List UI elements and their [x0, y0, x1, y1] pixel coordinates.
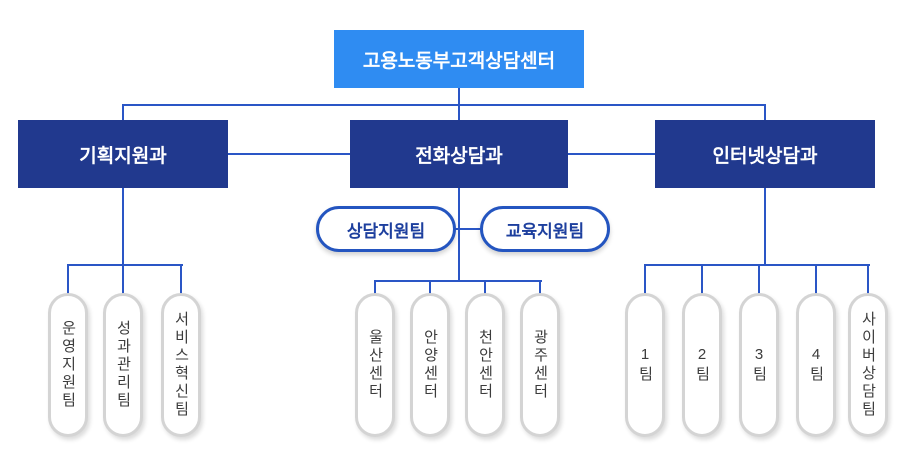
connector-line: [450, 228, 486, 230]
connector-line: [764, 104, 766, 120]
team-pill: 4팀: [796, 293, 836, 437]
team-label: 성과관리팀: [114, 320, 132, 410]
connector-line: [758, 264, 760, 294]
connector-line: [764, 188, 766, 266]
connector-line: [701, 264, 703, 294]
connector-line: [374, 280, 542, 282]
team-label: 4팀: [807, 346, 825, 384]
team-pill: 2팀: [682, 293, 722, 437]
connector-line: [180, 264, 182, 294]
team-label: 운영지원팀: [59, 320, 77, 410]
team-label: 사이버상담팀: [859, 311, 877, 419]
connector-line: [122, 104, 124, 120]
division-node-phone-counseling: 전화상담과: [350, 120, 568, 188]
division-node-planning-support: 기획지원과: [18, 120, 228, 188]
subteam-pill-education-support: 교육지원팀: [480, 206, 610, 252]
connector-line: [228, 153, 350, 155]
team-pill: 울산센터: [355, 293, 395, 437]
team-label: 광주센터: [531, 329, 549, 401]
connector-line: [122, 264, 124, 294]
connector-line: [122, 188, 124, 266]
team-pill: 성과관리팀: [103, 293, 143, 437]
connector-line: [539, 280, 541, 294]
team-pill: 서비스혁신팀: [161, 293, 201, 437]
team-label: 안양센터: [421, 329, 439, 401]
connector-line: [815, 264, 817, 294]
team-label: 1팀: [636, 346, 654, 384]
team-label: 3팀: [750, 346, 768, 384]
team-label: 2팀: [693, 346, 711, 384]
connector-line: [67, 264, 183, 266]
connector-line: [122, 104, 766, 106]
team-pill: 운영지원팀: [48, 293, 88, 437]
connector-line: [374, 280, 376, 294]
team-pill: 천안센터: [465, 293, 505, 437]
connector-line: [484, 280, 486, 294]
connector-line: [67, 264, 69, 294]
team-label: 서비스혁신팀: [172, 311, 190, 419]
team-pill: 안양센터: [410, 293, 450, 437]
connector-line: [867, 264, 869, 294]
team-label: 천안센터: [476, 329, 494, 401]
root-node: 고용노동부고객상담센터: [334, 30, 584, 88]
connector-line: [568, 153, 655, 155]
team-pill: 3팀: [739, 293, 779, 437]
connector-line: [458, 188, 460, 282]
team-pill: 1팀: [625, 293, 665, 437]
connector-line: [429, 280, 431, 294]
division-node-internet-counseling: 인터넷상담과: [655, 120, 875, 188]
team-pill: 사이버상담팀: [848, 293, 888, 437]
team-pill: 광주센터: [520, 293, 560, 437]
connector-line: [644, 264, 870, 266]
team-label: 울산센터: [366, 329, 384, 401]
connector-line: [644, 264, 646, 294]
subteam-pill-counseling-support: 상담지원팀: [316, 206, 456, 252]
